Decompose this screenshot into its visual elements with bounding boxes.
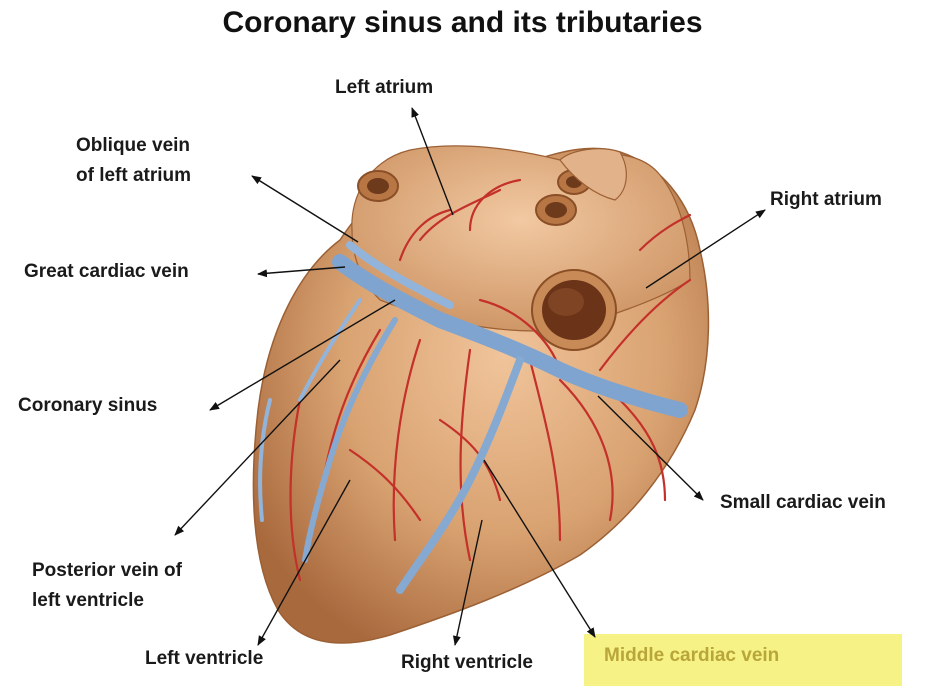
ivc-opening: [532, 270, 616, 350]
label-middle-cardiac-vein: Middle cardiac vein: [604, 641, 779, 671]
label-left-ventricle: Left ventricle: [145, 644, 263, 674]
label-right-ventricle: Right ventricle: [401, 648, 533, 678]
label-great-cardiac-vein: Great cardiac vein: [24, 257, 189, 287]
label-posterior-vein-line2: left ventricle: [32, 586, 144, 616]
label-left-atrium: Left atrium: [335, 73, 433, 103]
label-right-atrium: Right atrium: [770, 185, 882, 215]
label-oblique-vein-line1: Oblique vein: [76, 131, 190, 161]
label-posterior-vein-line1: Posterior vein of: [32, 556, 182, 586]
label-small-cardiac-vein: Small cardiac vein: [720, 488, 886, 518]
label-coronary-sinus: Coronary sinus: [18, 391, 157, 421]
label-oblique-vein-line2: of left atrium: [76, 161, 191, 191]
arrow-oblique-vein: [252, 176, 358, 242]
